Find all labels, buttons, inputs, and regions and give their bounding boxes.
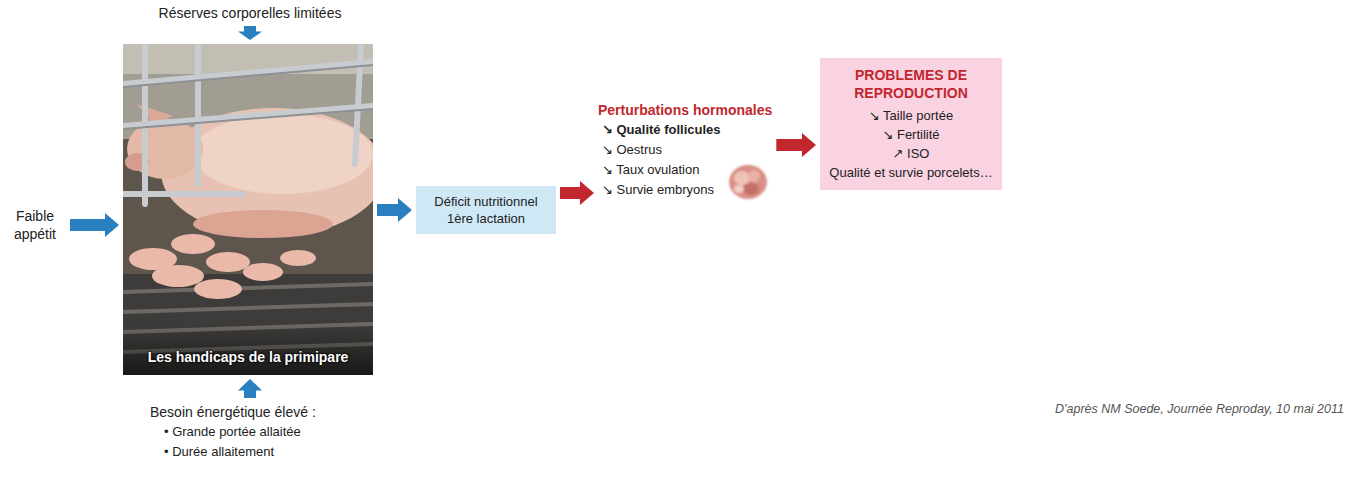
node-heading: Les handicaps de la primipare: [123, 349, 373, 365]
block-arrow: [560, 181, 594, 205]
node-line: ↘ Taux ovulation: [598, 160, 772, 180]
node-line: ↘ Oestrus: [598, 140, 772, 160]
node-heading: Besoin énergétique élevé :: [150, 402, 350, 422]
process-box: Déficit nutritionnel 1ère lactation: [416, 186, 556, 234]
sow-photo: [123, 44, 373, 375]
cause-text: Besoin énergétique élevé :• Grande porté…: [150, 402, 350, 462]
node-line: Qualité et survie porcelets…: [826, 163, 996, 182]
node-line: ↘ Qualité follicules: [598, 120, 772, 140]
cause-text: Réserves corporelles limitées: [148, 4, 352, 22]
block-arrow: [377, 198, 412, 222]
node-line: ↗ ISO: [826, 144, 996, 163]
block-arrow: [238, 26, 262, 40]
block-arrow: [70, 213, 119, 237]
follicle-picture: [726, 160, 770, 204]
node-line: ↘ Fertilité: [826, 125, 996, 144]
node-heading: Réserves corporelles limitées: [148, 4, 352, 22]
block-arrow: [776, 133, 816, 157]
block-arrow: [238, 379, 262, 398]
node-heading: Perturbations hormonales: [598, 100, 772, 120]
photo-frame: Les handicaps de la primipare: [123, 44, 373, 375]
node-heading: Déficit nutritionnel 1ère lactation: [422, 193, 550, 227]
result-box: PROBLEMES DE REPRODUCTION ↘ Taille portée…: [820, 58, 1002, 190]
node-line: • Durée allaitement: [150, 442, 350, 462]
node-line: ↘ Survie embryons: [598, 180, 772, 200]
effect-list: Perturbations hormonales↘ Qualité follic…: [598, 100, 772, 200]
source-note: D'après NM Soede, Journée Reproday, 10 m…: [1055, 402, 1344, 416]
cause-text: Faible appétit: [4, 207, 66, 243]
node-line: ↘ Taille portée: [826, 106, 996, 125]
node-heading: Faible appétit: [4, 207, 66, 243]
node-line: • Grande portée allaitée: [150, 422, 350, 442]
node-heading: PROBLEMES DE REPRODUCTION: [826, 66, 996, 102]
